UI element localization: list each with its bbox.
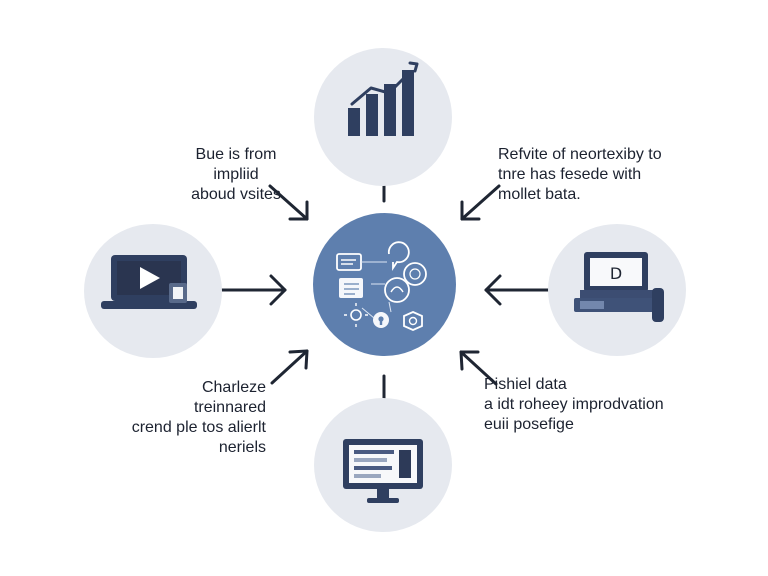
arrow-left [219,274,287,306]
label-top-right: Refvite of neortexiby to tnre has fesede… [498,146,662,203]
label-top-left: Bue is from impliid aboud vsites [191,146,281,203]
video-laptop-icon [101,255,197,309]
monitor-letter-label: D [610,264,622,283]
arrow-bottom-left [270,349,309,385]
node-top [314,48,452,186]
label-bottom-left: Charleze treinnared crend ple tos alierl… [131,379,266,456]
arrow-top-right [460,184,501,221]
bar-chart-icon [348,61,419,136]
desktop-monitor-icon: D [574,252,664,322]
central-hub-icon [336,241,427,331]
arrow-right [484,274,551,306]
computer-monitor-icon [343,439,423,503]
label-bottom-right: Pishiel data a idt roheey improdvation e… [484,376,664,433]
